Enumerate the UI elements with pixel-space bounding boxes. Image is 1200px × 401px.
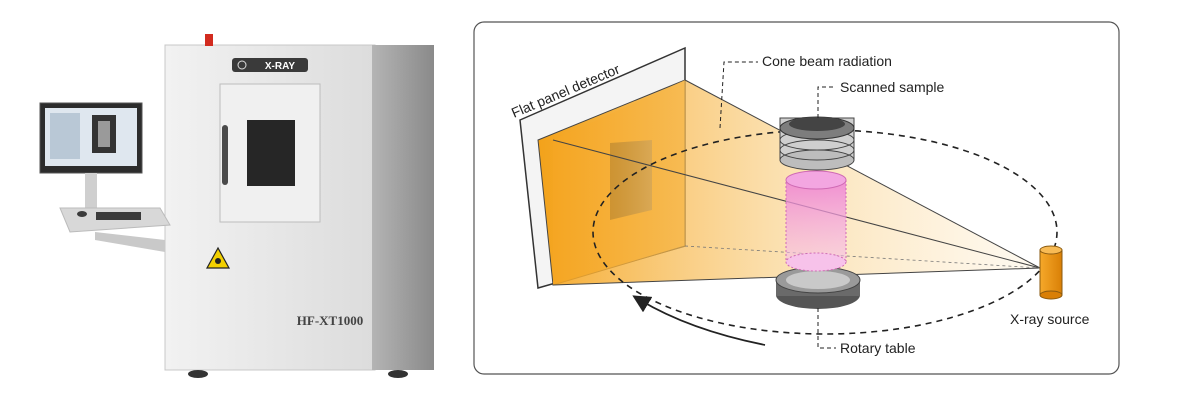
label-cone-beam: Cone beam radiation xyxy=(762,53,892,69)
mouse[interactable] xyxy=(77,211,87,217)
leader-cone-beam xyxy=(719,61,758,129)
machine-side-panel xyxy=(372,45,434,370)
viewing-window xyxy=(247,120,295,186)
radiation-warning-icon xyxy=(205,246,231,269)
logo-icon xyxy=(237,60,247,70)
door-handle[interactable] xyxy=(222,125,228,185)
screen-sample-image xyxy=(98,121,110,147)
xray-machine: X-RAY HF-XT1000 xyxy=(39,34,434,378)
rotation-arrow-icon xyxy=(632,295,766,346)
beam-edge-hidden xyxy=(684,245,1041,269)
scanned-sample xyxy=(779,116,855,272)
machine-foot xyxy=(188,370,208,378)
xray-badge xyxy=(232,58,308,72)
screen-panel xyxy=(50,113,80,159)
beam-edge xyxy=(684,79,1041,269)
label-rotary: Rotary table xyxy=(840,340,916,356)
label-sample: Scanned sample xyxy=(840,79,945,95)
xray-source xyxy=(1039,245,1063,300)
monitor-stand xyxy=(85,173,97,208)
keyboard[interactable] xyxy=(96,212,141,220)
machine-foot xyxy=(388,370,408,378)
xray-badge-text: X-RAY xyxy=(265,61,296,72)
model-label: HF-XT1000 xyxy=(297,313,363,328)
leader-sample xyxy=(817,86,836,118)
shelf-arm xyxy=(95,232,165,252)
label-source: X-ray source xyxy=(1010,311,1090,327)
beacon-light xyxy=(205,34,213,46)
leader-rotary xyxy=(817,308,836,349)
ct-diagram: Flat panel detector Cone beam radiation … xyxy=(509,46,1090,356)
rotary-table xyxy=(775,266,861,309)
